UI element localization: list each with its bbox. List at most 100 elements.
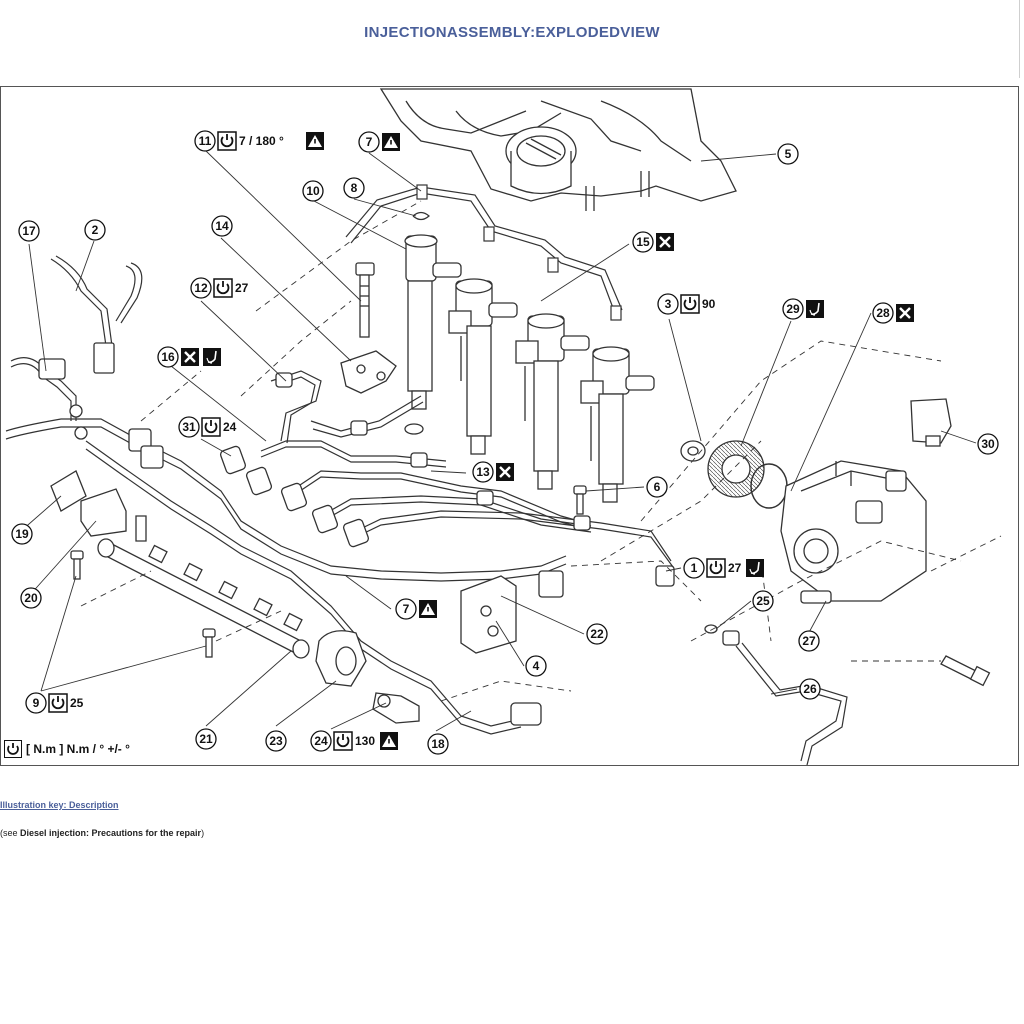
warning-icon — [306, 132, 324, 150]
callout-number: 17 — [22, 224, 36, 238]
torque-icon — [333, 731, 353, 751]
callout-7: 7 — [395, 598, 437, 620]
callout-number: 7 — [366, 135, 373, 149]
callout-2: 2 — [84, 219, 106, 241]
callout-number: 30 — [981, 437, 995, 451]
fuel-rail — [97, 538, 310, 659]
callout-number: 16 — [161, 350, 175, 364]
replace-part-icon — [896, 304, 914, 322]
torque-icon — [217, 131, 237, 151]
callout-number: 22 — [590, 627, 604, 641]
callout-number: 23 — [269, 734, 283, 748]
rail-pressure-sensor — [315, 630, 420, 724]
callout-number: 2 — [92, 223, 99, 237]
callout-number: 29 — [786, 302, 800, 316]
replace-part-icon — [496, 463, 514, 481]
callout-27: 27 — [798, 630, 820, 652]
callout-16: 16 — [157, 346, 221, 368]
callout-number: 12 — [194, 281, 208, 295]
note-precautions-link[interactable]: Diesel injection: Precautions for the re… — [20, 828, 202, 838]
precautions-note: (see Diesel injection: Precautions for t… — [0, 828, 204, 838]
page-edge-rule — [1019, 0, 1020, 78]
torque-value: 27 — [728, 561, 742, 575]
callout-number: 19 — [15, 527, 29, 541]
lubricate-icon — [806, 300, 824, 318]
torque-value: 90 — [702, 297, 716, 311]
callout-number: 14 — [215, 219, 229, 233]
lubricate-icon — [746, 559, 764, 577]
leader-lines — [20, 150, 977, 732]
replace-part-icon — [181, 348, 199, 366]
callout-number: 21 — [199, 732, 213, 746]
lubricate-icon — [203, 348, 221, 366]
callout-21: 21 — [195, 728, 217, 750]
callout-26: 26 — [799, 678, 821, 700]
callout-number: 3 — [665, 297, 672, 311]
callout-number: 10 — [306, 184, 320, 198]
injector-clamp — [340, 350, 397, 394]
callout-20: 20 — [20, 587, 42, 609]
callout-17: 17 — [18, 220, 40, 242]
intake-manifold — [379, 88, 737, 211]
note-suffix: ) — [201, 828, 205, 838]
torque-icon — [48, 693, 68, 713]
torque-value: 7 / 180 ° — [239, 134, 284, 148]
pump-mounting-bolt — [940, 655, 991, 687]
wiring-harness — [5, 255, 567, 735]
callout-12: 12 27 — [190, 277, 249, 299]
callout-7: 7 — [358, 131, 400, 153]
illustration-key-link[interactable]: Illustration key: Description — [0, 800, 119, 810]
callout-8: 8 — [343, 177, 365, 199]
harness-connectors — [38, 342, 564, 726]
callout-number: 7 — [403, 602, 410, 616]
callout-23: 23 — [265, 730, 287, 752]
brackets — [50, 470, 147, 542]
pump-gear — [707, 440, 765, 498]
callout-5: 5 — [777, 143, 799, 165]
callout-number: 9 — [33, 696, 40, 710]
warning-icon — [380, 732, 398, 750]
callout-number: 11 — [199, 134, 212, 148]
callout-4: 4 — [525, 655, 547, 677]
callout-22: 22 — [586, 623, 608, 645]
injector-clamp-bolt — [355, 262, 375, 338]
torque-value: 27 — [235, 281, 249, 295]
fuel-temperature-sensor — [910, 398, 952, 447]
callout-number: 13 — [476, 465, 490, 479]
pipe-nuts — [219, 372, 675, 587]
guide-lines — [80, 200, 1002, 702]
torque-wrench-icon — [4, 740, 22, 758]
callout-number: 25 — [756, 594, 770, 608]
callout-number: 27 — [802, 634, 816, 648]
callout-3: 3 90 — [657, 293, 716, 315]
callout-25: 25 — [752, 590, 774, 612]
callout-number: 6 — [654, 480, 661, 494]
callout-14: 14 — [211, 215, 233, 237]
torque-value: 24 — [223, 420, 237, 434]
callout-11: 11 7 / 180 ° — [194, 130, 324, 152]
torque-value: 130 — [355, 734, 375, 748]
page-title: INJECTIONASSEMBLY:EXPLODEDVIEW — [364, 24, 660, 41]
high-pressure-pump — [780, 460, 927, 604]
note-prefix: (see — [0, 828, 21, 838]
warning-icon — [419, 600, 437, 618]
callout-28: 28 — [872, 302, 914, 324]
callout-number: 18 — [431, 737, 445, 751]
torque-legend: [ N.m ] N.m / ° +/- ° — [4, 738, 130, 760]
torque-icon — [201, 417, 221, 437]
callout-number: 5 — [785, 147, 792, 161]
replace-part-icon — [656, 233, 674, 251]
callout-number: 15 — [636, 235, 650, 249]
bolts — [70, 485, 587, 658]
torque-icon — [680, 294, 700, 314]
callout-29: 29 — [782, 298, 824, 320]
callout-6: 6 — [646, 476, 668, 498]
injectors — [404, 234, 655, 503]
leak-off-return-pipe — [345, 184, 623, 321]
torque-icon — [213, 278, 233, 298]
